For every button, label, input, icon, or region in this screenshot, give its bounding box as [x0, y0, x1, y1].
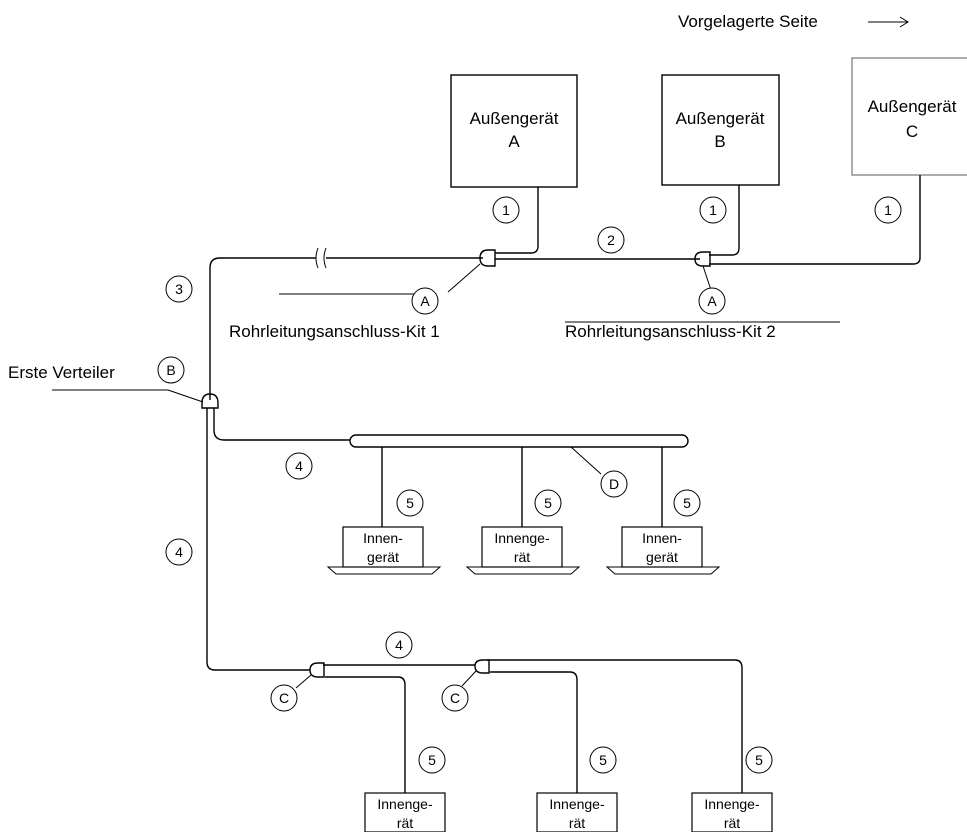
pipe-vertical-trunk: [206, 408, 310, 671]
svg-text:5: 5: [544, 495, 552, 511]
marker-1-outdoor-a: 1: [492, 196, 520, 224]
indoor-unit-upper-2: Innenge- rät: [465, 526, 581, 575]
svg-text:4: 4: [295, 458, 303, 474]
marker-1-outdoor-c: 1: [874, 196, 902, 224]
outdoor-unit-c: Außengerät C: [851, 57, 967, 176]
svg-text:A: A: [508, 132, 520, 151]
kit-1-label: Rohrleitungsanschluss-Kit 1: [229, 322, 440, 341]
svg-text:Innenge-: Innenge-: [494, 530, 550, 546]
pipe-outdoor-b: [709, 185, 740, 256]
outdoor-unit-a: Außengerät A: [450, 74, 578, 188]
svg-text:3: 3: [175, 281, 183, 297]
svg-text:4: 4: [175, 544, 183, 560]
svg-text:rät: rät: [569, 815, 585, 831]
marker-b: B: [157, 356, 185, 384]
svg-text:A: A: [420, 293, 430, 309]
marker-4-lower: 4: [385, 631, 413, 659]
svg-text:1: 1: [709, 202, 717, 218]
marker-4-header: 4: [285, 452, 313, 480]
svg-text:Innenge-: Innenge-: [549, 796, 605, 812]
marker-5-upper-1: 5: [396, 489, 424, 517]
marker-c-2: C: [441, 684, 469, 712]
marker-a-kit1: A: [411, 287, 439, 315]
svg-text:A: A: [707, 293, 717, 309]
indoor-unit-upper-3: Innen- gerät: [605, 526, 721, 575]
pipe-outdoor-c: [709, 175, 921, 265]
svg-text:5: 5: [755, 752, 763, 768]
svg-text:B: B: [166, 362, 175, 378]
pipe-break-icon: [315, 247, 327, 269]
svg-text:Außengerät: Außengerät: [470, 109, 559, 128]
svg-text:2: 2: [607, 232, 615, 248]
pipe-outdoor-a: [495, 187, 539, 254]
first-branch-label: Erste Verteiler: [8, 363, 115, 382]
branch-joint-c2: [474, 659, 490, 674]
header-pipe: [349, 434, 689, 448]
svg-text:rät: rät: [397, 815, 413, 831]
marker-a-kit2: A: [698, 287, 726, 315]
indoor-unit-lower-3: Innenge- rät: [691, 792, 773, 832]
outdoor-unit-b: Außengerät B: [661, 74, 780, 186]
indoor-unit-upper-1: Innen- gerät: [326, 526, 442, 575]
marker-5-upper-3: 5: [673, 489, 701, 517]
svg-text:5: 5: [406, 495, 414, 511]
svg-text:5: 5: [428, 752, 436, 768]
upstream-arrow-icon: [868, 16, 909, 28]
svg-text:1: 1: [502, 202, 510, 218]
svg-text:C: C: [279, 690, 289, 706]
svg-text:Außengerät: Außengerät: [676, 109, 765, 128]
svg-text:C: C: [450, 690, 460, 706]
marker-c-1: C: [270, 684, 298, 712]
svg-text:C: C: [906, 122, 918, 141]
svg-text:rät: rät: [514, 549, 530, 565]
svg-text:Innen-: Innen-: [363, 530, 403, 546]
upstream-label: Vorgelagerte Seite: [678, 12, 818, 31]
svg-text:Innenge-: Innenge-: [704, 796, 760, 812]
marker-3: 3: [165, 275, 193, 303]
svg-text:gerät: gerät: [646, 549, 678, 565]
kit-2-label: Rohrleitungsanschluss-Kit 2: [565, 322, 776, 341]
svg-text:1: 1: [884, 202, 892, 218]
branch-joint-kit1: [479, 249, 496, 267]
svg-text:Innenge-: Innenge-: [377, 796, 433, 812]
svg-text:D: D: [609, 476, 619, 492]
svg-text:4: 4: [395, 637, 403, 653]
svg-text:rät: rät: [724, 815, 740, 831]
marker-5-lower-2: 5: [589, 746, 617, 774]
indoor-unit-lower-1: Innenge- rät: [364, 792, 446, 832]
pipe-to-header: [213, 408, 352, 441]
marker-5-lower-3: 5: [745, 746, 773, 774]
svg-text:B: B: [714, 132, 725, 151]
marker-1-outdoor-b: 1: [699, 196, 727, 224]
marker-4-trunk: 4: [165, 538, 193, 566]
marker-2: 2: [597, 226, 625, 254]
svg-text:gerät: gerät: [367, 549, 399, 565]
svg-text:5: 5: [599, 752, 607, 768]
branch-joint-c1: [309, 662, 325, 678]
marker-5-lower-1: 5: [418, 746, 446, 774]
pipe-main-to-branch: [209, 257, 483, 400]
svg-text:5: 5: [683, 495, 691, 511]
branch-joint-kit2: [694, 251, 711, 267]
svg-text:Innen-: Innen-: [642, 530, 682, 546]
indoor-unit-lower-2: Innenge- rät: [536, 792, 618, 832]
marker-d: D: [600, 470, 628, 498]
first-branch-joint: [201, 393, 219, 409]
marker-5-upper-2: 5: [534, 489, 562, 517]
svg-text:Außengerät: Außengerät: [868, 97, 957, 116]
